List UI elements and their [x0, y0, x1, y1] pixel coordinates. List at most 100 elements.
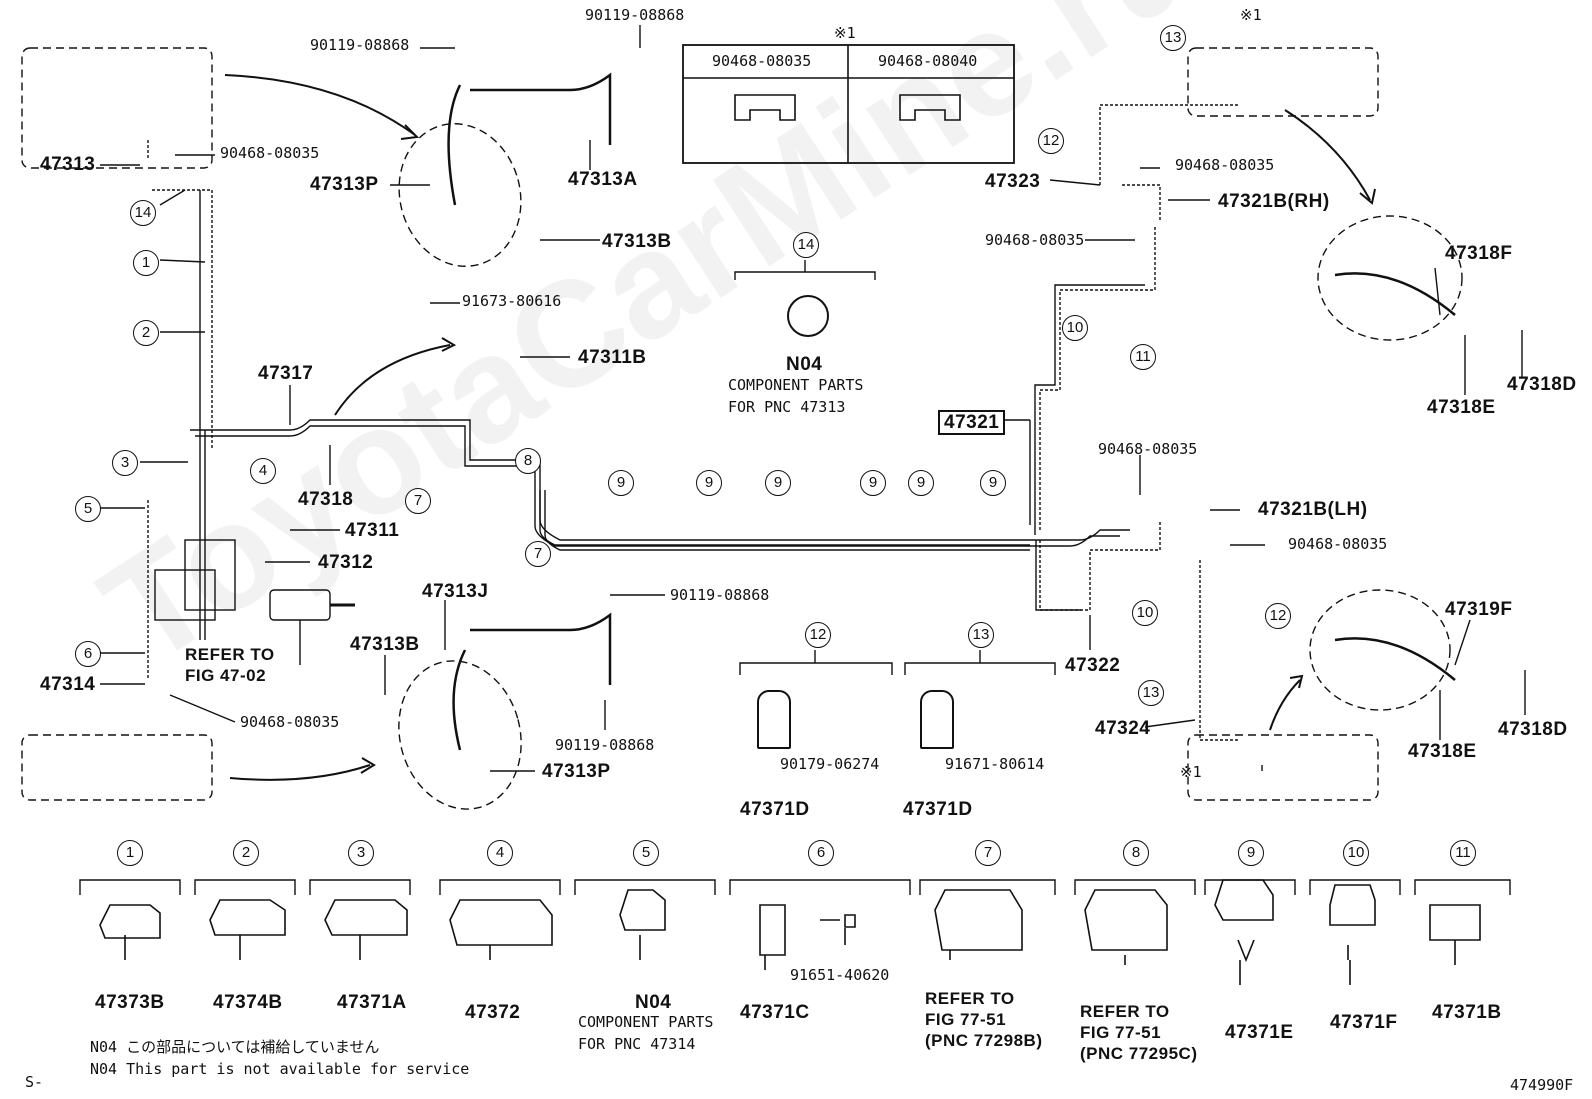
- grommet-sketch: [787, 295, 829, 337]
- tube-right-rear: [1039, 520, 1240, 741]
- callout-12: 12: [805, 622, 831, 648]
- callout-5: 5: [75, 496, 101, 522]
- part-label: 47318: [298, 489, 354, 510]
- callout-7: 7: [405, 488, 431, 514]
- callout-9: 9: [765, 470, 791, 496]
- table-col1: 90468-08035: [712, 52, 812, 70]
- bottom-callout-11: 11: [1450, 840, 1476, 866]
- clip-label: 90468-08035: [220, 144, 320, 162]
- mark-label: ※1: [1240, 6, 1262, 24]
- bolt-label: 90119-08868: [555, 736, 655, 754]
- refer8-line1: REFER TO: [1080, 1002, 1170, 1021]
- clip-shape-1: [734, 94, 796, 121]
- part-label-highlighted: 47321: [938, 410, 1006, 435]
- arrow-47311b: [334, 344, 451, 416]
- callout-9: 9: [980, 470, 1006, 496]
- bottom-callout-2: 2: [233, 840, 259, 866]
- detail-circle-fr: [1317, 215, 1463, 341]
- callout-9: 9: [696, 470, 722, 496]
- refer7-line2: FIG 77-51: [925, 1010, 1007, 1029]
- bracket-12: [739, 662, 893, 675]
- n04-code: N04: [786, 354, 823, 375]
- bottom-part-number: 47374B: [213, 992, 283, 1013]
- part-label: 47371D: [903, 799, 973, 820]
- hose-sketch-fr: [1334, 272, 1456, 316]
- arrow-fl: [224, 74, 416, 136]
- callout-12b: 12: [1038, 128, 1064, 154]
- part-label: 47323: [985, 171, 1041, 192]
- bracket-14: [734, 271, 876, 280]
- arrow-rl: [229, 764, 371, 781]
- bottom-part-number: 47371C: [740, 1002, 810, 1023]
- bottom-callout-6: 6: [808, 840, 834, 866]
- bottom-part-number: 47371F: [1330, 1012, 1398, 1033]
- part-label: 47318E: [1427, 397, 1496, 418]
- n04-line2: FOR PNC 47313: [728, 398, 846, 416]
- n04-bot-line1: COMPONENT PARTS: [578, 1013, 714, 1031]
- clip-label: 90468-08035: [1288, 535, 1388, 553]
- part-label: 47322: [1065, 655, 1121, 676]
- hose-sketch-fl: [447, 84, 462, 206]
- callout-1: 1: [133, 250, 159, 276]
- clip-label: 90468-08035: [1175, 156, 1275, 174]
- part-label: 47312: [318, 552, 374, 573]
- bolt-label: 90119-08868: [310, 36, 410, 54]
- bottom-callout-1: 1: [117, 840, 143, 866]
- wheel-box-rear-right: [1187, 734, 1379, 801]
- part-label: 47324: [1095, 718, 1151, 739]
- callout-9: 9: [860, 470, 886, 496]
- tube-right-front: [1039, 104, 1240, 530]
- part-label: 47321B(RH): [1218, 191, 1330, 212]
- clamp-sketch-13: [920, 690, 954, 749]
- detail-circle-rl: [398, 660, 522, 810]
- bracket-13: [904, 662, 1056, 675]
- bolt-label: 91671-80614: [945, 755, 1045, 773]
- refer7-line3: (PNC 77298B): [925, 1031, 1043, 1050]
- part-label: 47318E: [1408, 741, 1477, 762]
- main-tube-lower: [539, 490, 1030, 546]
- mark-label: ※1: [1180, 763, 1202, 781]
- pressure-valve: [269, 589, 331, 621]
- n04-line1: COMPONENT PARTS: [728, 376, 864, 394]
- refer7-line1: REFER TO: [925, 989, 1015, 1008]
- bottom-callout-7: 7: [975, 840, 1001, 866]
- bolt-label: 91651-40620: [790, 966, 890, 984]
- bottom-part-number: N04: [635, 992, 672, 1013]
- bottom-part-sketches: [99, 879, 1481, 985]
- part-label: 47313J: [422, 581, 489, 602]
- clip-label: 90468-08035: [1098, 440, 1198, 458]
- bottom-callout-8: 8: [1123, 840, 1149, 866]
- hose-sketch-rl: [452, 649, 467, 751]
- callout-11: 11: [1130, 344, 1156, 370]
- callout-14b: 14: [793, 232, 819, 258]
- clamp-sketch-12: [757, 690, 791, 749]
- part-label: 47311: [345, 520, 400, 541]
- part-label: 47311B: [578, 347, 647, 368]
- part-label: 47313B: [602, 231, 672, 252]
- bottom-callout-10: 10: [1343, 840, 1369, 866]
- bottom-callout-3: 3: [348, 840, 374, 866]
- n04-bot-line2: FOR PNC 47314: [578, 1035, 696, 1053]
- figure-code: 474990F: [1510, 1076, 1574, 1094]
- part-label: 47313P: [542, 761, 611, 782]
- hose-sketch-rr: [1334, 637, 1456, 681]
- wheel-box-front-left: [21, 47, 213, 169]
- clip-label: 90468-08035: [985, 231, 1085, 249]
- bottom-part-number: 47371A: [337, 992, 407, 1013]
- bottom-callout-5: 5: [633, 840, 659, 866]
- arrow-fr: [1284, 109, 1371, 201]
- part-label: 47317: [258, 363, 314, 384]
- clip-label: 90468-08035: [240, 713, 340, 731]
- left-code: S-: [25, 1073, 44, 1091]
- bottom-part-number: 47371B: [1432, 1002, 1502, 1023]
- part-label: 47318D: [1498, 719, 1568, 740]
- wheel-box-front-right: [1187, 47, 1379, 117]
- callout-13c: 13: [1138, 680, 1164, 706]
- bottom-part-number: 47371E: [1225, 1022, 1294, 1043]
- callout-6: 6: [75, 641, 101, 667]
- main-tube-upper: [190, 419, 1130, 541]
- callout-14: 14: [130, 200, 156, 226]
- part-label: 47321B(LH): [1258, 499, 1368, 520]
